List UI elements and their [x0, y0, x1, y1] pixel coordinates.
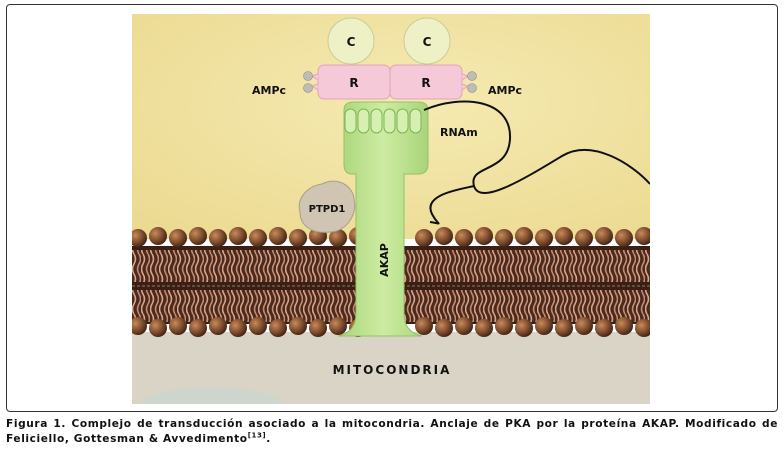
figure-caption: Figura 1. Complejo de transducción asoci…: [6, 417, 778, 447]
caption-text: Figura 1. Complejo de transducción asoci…: [6, 418, 778, 445]
caption-end: .: [266, 433, 271, 445]
akap-helices: [344, 108, 422, 134]
akap-diagram: C C R R AMPc AMPc RNAm PTPD1 AKAP MITOCO…: [132, 14, 650, 404]
ptpd1-protein: [298, 180, 356, 233]
ampc-label-right: AMPc: [488, 84, 522, 97]
mitocondria-label: MITOCONDRIA: [333, 363, 452, 377]
ampc-label-left: AMPc: [252, 84, 286, 97]
r-label-right: R: [421, 76, 430, 90]
rnam-label: RNAm: [440, 126, 478, 139]
c-label-right: C: [423, 35, 432, 49]
ptpd1-label: PTPD1: [309, 204, 346, 215]
camp-molecules: [303, 71, 477, 93]
akap-protein: [337, 101, 429, 337]
r-label-left: R: [349, 76, 358, 90]
akap-label: AKAP: [378, 243, 391, 277]
c-subunit-left: [327, 17, 375, 65]
c-label-left: C: [347, 35, 356, 49]
r-subunits: [310, 64, 470, 100]
caption-reference: [13]: [247, 431, 267, 440]
c-subunit-right: [403, 17, 451, 65]
